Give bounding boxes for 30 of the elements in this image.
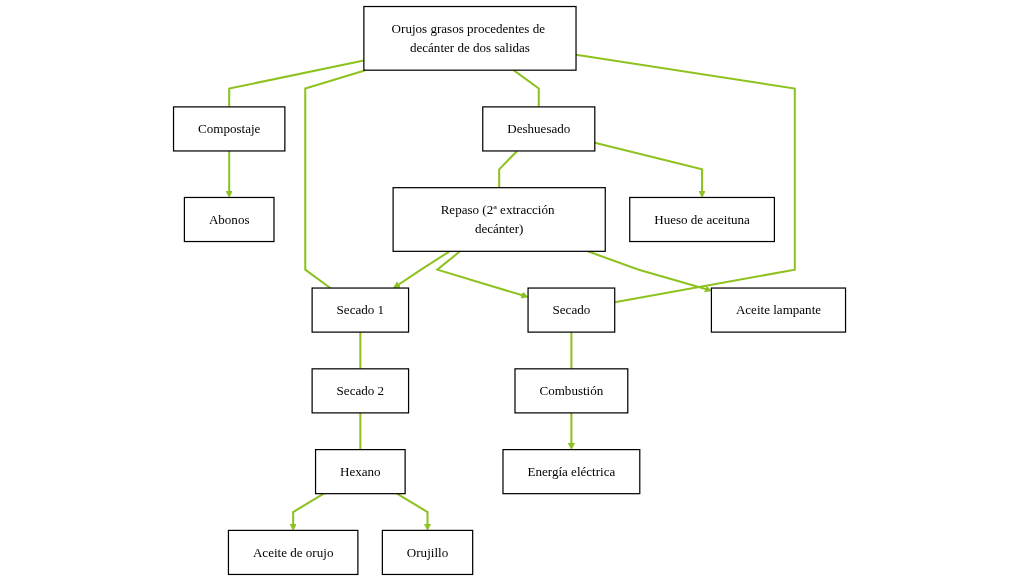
arrow <box>594 141 706 198</box>
arrow <box>289 492 325 531</box>
connector <box>359 412 362 450</box>
node-box: Deshuesado <box>482 106 596 152</box>
connector <box>498 150 518 188</box>
arrow <box>587 250 712 293</box>
node-box: Hueso de aceituna <box>629 196 775 243</box>
node-box: Aceite de orujo <box>227 529 359 576</box>
connector <box>570 332 573 369</box>
arrow <box>396 492 432 531</box>
node-box: Secado 1 <box>311 287 410 333</box>
connector <box>304 69 366 289</box>
node-box: Orujillo <box>381 529 474 576</box>
arrow <box>567 412 575 450</box>
node-box: Orujos grasos procedentes de decánter de dos salidas <box>363 5 577 71</box>
node-box: Repaso (2ª extracción decánter) <box>392 187 606 252</box>
node-box: Energía eléctrica <box>502 449 641 495</box>
node-box: Compostaje <box>172 106 286 152</box>
node-box: Aceite lampante <box>710 287 847 333</box>
node-box: Combustión <box>514 368 629 414</box>
connector <box>359 332 362 369</box>
arrow <box>225 150 233 198</box>
arrow <box>393 250 451 289</box>
node-box: Secado 2 <box>311 368 410 414</box>
arrow <box>435 250 529 299</box>
node-box: Secado <box>527 287 616 333</box>
node-box: Hexano <box>314 449 406 495</box>
connector <box>575 53 796 304</box>
connector <box>512 69 540 107</box>
node-box: Abonos <box>183 196 275 243</box>
